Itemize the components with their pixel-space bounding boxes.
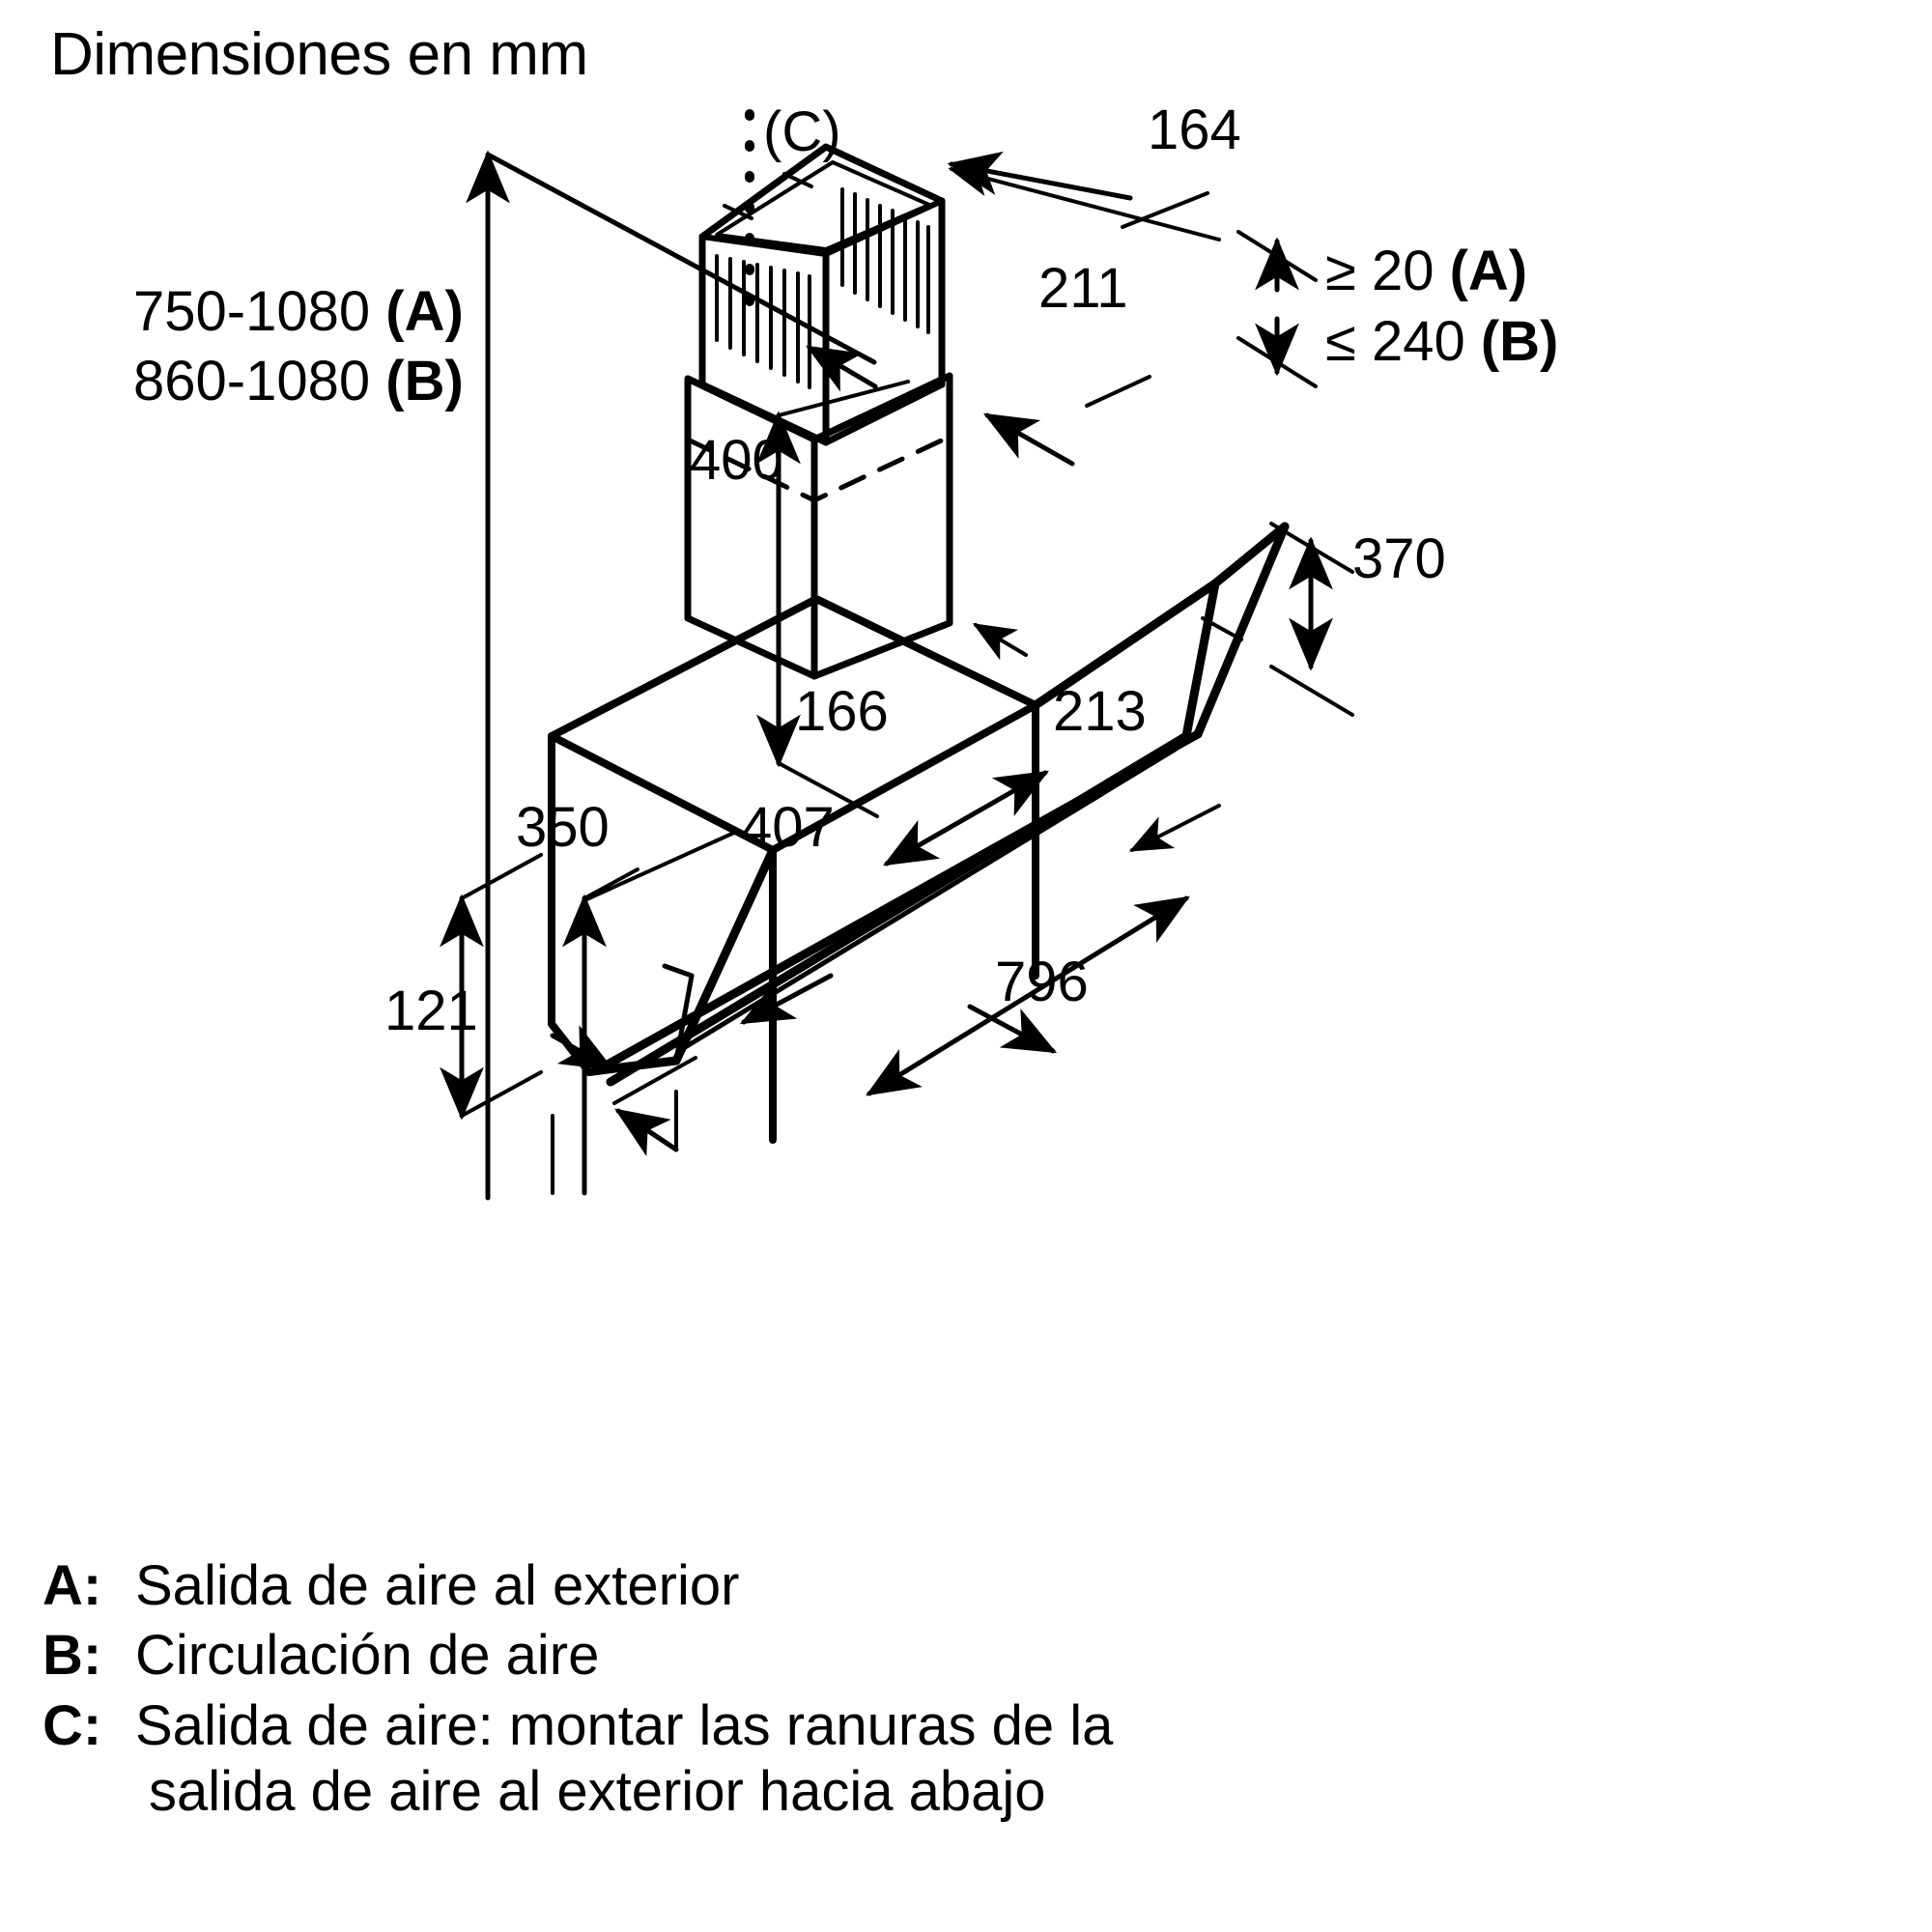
label-wall-offset: 121 xyxy=(384,980,478,1042)
label-max-clearance: ≤ 240 (B) xyxy=(1325,314,1558,370)
legend-text-c: Salida de aire: montar las ranuras de la… xyxy=(135,1693,1917,1826)
label-height-range-a-tag: (A) xyxy=(385,280,464,343)
label-height-range-b-value: 860-1080 xyxy=(133,350,371,412)
legend-text-a: Salida de aire al exterior xyxy=(135,1554,740,1617)
air-outlet-louvres-right xyxy=(840,187,930,334)
label-height-range-b-tag: (B) xyxy=(385,350,464,412)
legend-row-a: A: Salida de aire al exterior xyxy=(43,1553,1917,1619)
label-body-depth: 407 xyxy=(741,796,835,859)
label-body-top-offset: 213 xyxy=(1053,680,1147,743)
legend-row-b: B: Circulación de aire xyxy=(43,1623,1917,1689)
label-min-clearance: ≥ 20 (A) xyxy=(1325,243,1527,299)
isometric-hood-drawing xyxy=(440,109,1354,1201)
label-glass-width: 796 xyxy=(995,951,1089,1013)
chimney-upper xyxy=(698,143,946,446)
label-height-range-a-value: 750-1080 xyxy=(133,280,371,343)
legend-key-b: B: xyxy=(43,1624,102,1688)
dimension-lines xyxy=(440,150,1354,1201)
legend-key-c: C: xyxy=(43,1693,102,1757)
label-chimney-depth: 211 xyxy=(1038,257,1128,320)
page-title: Dimensiones en mm xyxy=(50,21,588,88)
label-max-clearance-tag: (B) xyxy=(1480,310,1559,373)
chimney-lower xyxy=(684,372,953,680)
drawing-svg xyxy=(440,109,1354,1201)
label-min-clearance-tag: (A) xyxy=(1449,240,1528,302)
label-body-top-depth: 166 xyxy=(795,680,889,743)
label-chimney-width: 164 xyxy=(1148,99,1241,161)
glass-panel xyxy=(592,522,1290,1087)
label-c-note: (C) xyxy=(763,100,841,163)
label-height-range-b: 860-1080 (B) xyxy=(133,354,464,410)
label-min-clearance-value: ≥ 20 xyxy=(1325,240,1435,302)
legend-text-c-line2: salida de aire al exterior hacia abajo xyxy=(149,1760,1046,1824)
legend-text-b: Circulación de aire xyxy=(135,1624,600,1688)
label-glass-height: 370 xyxy=(1352,527,1446,590)
label-max-clearance-value: ≤ 240 xyxy=(1325,310,1465,373)
legend: A: Salida de aire al exterior B: Circula… xyxy=(43,1553,1917,1830)
legend-key-a: A: xyxy=(43,1554,102,1617)
hidden-joint-line xyxy=(685,434,952,503)
label-body-height: 350 xyxy=(516,796,610,859)
legend-row-c: C: Salida de aire: montar las ranuras de… xyxy=(43,1693,1917,1826)
legend-text-c-line1: Salida de aire: montar las ranuras de la xyxy=(135,1693,1114,1757)
label-chimney-height: 400 xyxy=(690,429,783,492)
label-height-range-a: 750-1080 (A) xyxy=(133,284,464,340)
